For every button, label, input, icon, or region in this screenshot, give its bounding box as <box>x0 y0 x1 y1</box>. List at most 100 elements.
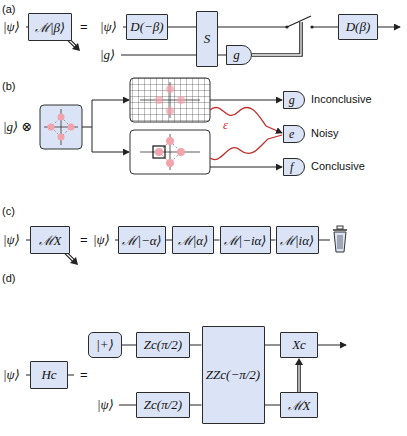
switch-contact <box>310 25 313 28</box>
gate-box: ℳ|iα⟩ <box>276 226 319 254</box>
wire-path <box>122 345 136 346</box>
classical-wire <box>252 22 301 55</box>
output-wire <box>318 345 346 346</box>
wire <box>68 375 74 376</box>
output-wire <box>378 27 400 28</box>
gate-label: ℳ|α⟩ <box>178 231 208 249</box>
noise-wave <box>210 107 282 133</box>
ket-label: |ψ⟩ <box>93 232 110 248</box>
coherent-state <box>155 148 163 156</box>
wire <box>190 405 202 406</box>
text-label: (d) <box>2 272 15 285</box>
branch-line <box>82 100 92 152</box>
coherent-state <box>155 96 163 104</box>
coherent-state <box>166 107 174 115</box>
text-label: (c) <box>2 205 15 218</box>
conclusive-panel <box>130 130 210 174</box>
phase-space-box <box>40 105 82 149</box>
gate-label: ℳ|−α⟩ <box>122 231 161 249</box>
coherent-state <box>48 124 55 131</box>
gate-box: D(β) <box>338 14 378 40</box>
wire <box>218 27 338 28</box>
switch-lever <box>287 16 311 27</box>
gate-box: Xc <box>280 332 318 358</box>
detector: f <box>283 158 305 176</box>
gate-label: Hc <box>41 367 56 383</box>
wire-path <box>168 27 196 28</box>
gate-label: g <box>289 93 295 108</box>
trash-can <box>334 232 346 252</box>
gate-box: ℳX <box>280 392 318 418</box>
coherent-state <box>68 124 75 131</box>
gate-label: Xc <box>292 337 306 353</box>
arrow-head <box>72 43 80 51</box>
gate-label: g <box>233 47 240 63</box>
trash-lid <box>333 229 347 231</box>
text-label: Inconclusive <box>311 93 372 106</box>
wire <box>190 345 202 346</box>
coherent-state <box>58 134 65 141</box>
gate-label: ℳX <box>39 231 62 249</box>
gate-label: D(β) <box>346 19 371 35</box>
branch-arrow <box>92 152 129 153</box>
gate-box: ℳ|β⟩ <box>28 13 72 41</box>
text-label: (a) <box>2 3 15 16</box>
trash-handle <box>337 226 343 229</box>
text-label: Noisy <box>311 127 339 140</box>
double-line <box>297 365 301 392</box>
gate-label: |+⟩ <box>96 337 113 353</box>
gate-box: ZZc(−π/2) <box>202 326 265 424</box>
ket-label: |ψ⟩ <box>3 232 20 248</box>
branch-arrow <box>92 100 129 101</box>
switch-contact <box>285 25 288 28</box>
double-line <box>298 365 299 392</box>
wire-path <box>214 240 220 241</box>
gate-label: S <box>204 31 211 47</box>
wire <box>271 240 276 241</box>
detect-arrow <box>210 167 282 168</box>
coherent-state <box>177 148 185 156</box>
wire-path <box>271 240 276 241</box>
classical-wire <box>252 22 301 55</box>
wire <box>214 240 220 241</box>
gate-box: Hc <box>30 361 68 389</box>
gate-label: ℳ|iα⟩ <box>280 231 314 249</box>
gate-box: D(−β) <box>126 14 168 40</box>
gate-label: f <box>290 160 293 175</box>
gate-box: Zc(π/2) <box>136 392 190 418</box>
ket-label: |g⟩ <box>100 47 115 63</box>
wire-path <box>190 345 202 346</box>
text-label: (b) <box>2 80 15 93</box>
noise-symbol: ε <box>223 117 228 133</box>
wire-path <box>190 405 202 406</box>
gate-box: S <box>196 11 218 67</box>
wire <box>122 345 136 346</box>
wire <box>318 240 330 241</box>
detector-outline <box>283 158 305 176</box>
noise-wave <box>210 135 282 160</box>
wire <box>168 27 196 28</box>
arrow-head <box>295 358 303 365</box>
detector: g <box>226 45 252 65</box>
gate-label: ℳX <box>288 396 311 414</box>
gate-box: ℳX <box>30 226 70 254</box>
detector: g <box>283 91 305 109</box>
wire-path <box>265 405 281 406</box>
gate-label: Zc(π/2) <box>144 397 182 413</box>
detector-shape <box>284 126 305 143</box>
wire <box>265 345 281 346</box>
trash-stripes <box>338 235 342 249</box>
detector-shape <box>227 46 252 65</box>
text-label: = <box>80 232 88 248</box>
text-label: Conclusive <box>311 160 365 173</box>
wire-path <box>218 27 338 28</box>
coherent-state <box>166 159 174 167</box>
arrow-head <box>70 257 78 265</box>
text-label: = <box>80 367 88 383</box>
gate-box: ℳ|α⟩ <box>172 226 214 254</box>
detector-shape <box>284 159 305 176</box>
coherent-state <box>177 96 185 104</box>
wire <box>265 405 281 406</box>
text-label: = <box>80 19 88 35</box>
wire <box>218 55 226 56</box>
